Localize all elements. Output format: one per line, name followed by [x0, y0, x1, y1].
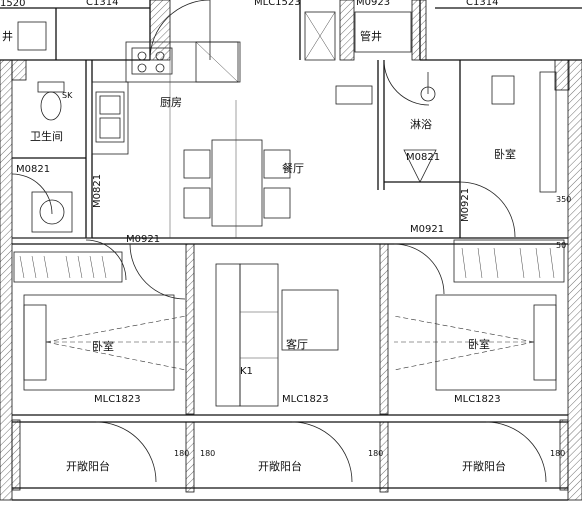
- door-code-bath-1: M0821: [16, 164, 50, 175]
- dim-180-4: 180: [550, 449, 565, 458]
- dim-180-2: 180: [200, 449, 215, 458]
- room-label-shower: 淋浴: [410, 118, 432, 131]
- dim-350: 350: [556, 195, 571, 204]
- room-label-dining: 餐厅: [282, 161, 304, 175]
- room-label-bedroom-ne: 卧室: [494, 147, 516, 161]
- room-label-kitchen: 厨房: [160, 96, 182, 109]
- window-code-bed-w: MLC1823: [94, 394, 141, 405]
- window-code-bed-e: MLC1823: [454, 394, 501, 405]
- room-label-balcony-1: 开敞阳台: [66, 459, 110, 473]
- fixtures: [12, 41, 565, 407]
- door-code-bed-w: M0921: [126, 234, 160, 245]
- code-top-far-left: 1520: [0, 0, 25, 9]
- k1-label: K1: [240, 366, 253, 377]
- window-code-living: MLC1823: [282, 394, 329, 405]
- door-code-bed-ne-h: M0921: [410, 224, 444, 235]
- room-label-balcony-2: 开敞阳台: [258, 459, 302, 473]
- code-top-left: C1314: [86, 0, 118, 8]
- room-label-bathroom: 卫生间: [30, 129, 63, 143]
- room-label-living: 客厅: [286, 337, 308, 351]
- code-top-right: C1314: [466, 0, 498, 8]
- code-top-mid2: M0923: [356, 0, 390, 8]
- door-code-shower: M0821: [406, 152, 440, 163]
- bath-sk-label: SK: [62, 91, 73, 100]
- door-code-bath-2: M0821: [92, 174, 103, 208]
- door-code-bed-ne-v: M0921: [460, 188, 471, 222]
- dim-180-3: 180: [368, 449, 383, 458]
- room-label-shaft-right: 管井: [360, 29, 382, 43]
- dim-180-1: 180: [174, 449, 189, 458]
- labels: 1520 C1314 MLC1523 M0923 C1314 井 管井 厨房 餐…: [0, 0, 571, 473]
- code-top-mid: MLC1523: [254, 0, 301, 8]
- room-label-bedroom-e: 卧室: [468, 337, 490, 351]
- room-label-shaft-left: 井: [2, 29, 13, 43]
- dim-50: 50: [556, 241, 566, 250]
- room-label-bedroom-w: 卧室: [92, 339, 114, 353]
- room-label-balcony-3: 开敞阳台: [462, 459, 506, 473]
